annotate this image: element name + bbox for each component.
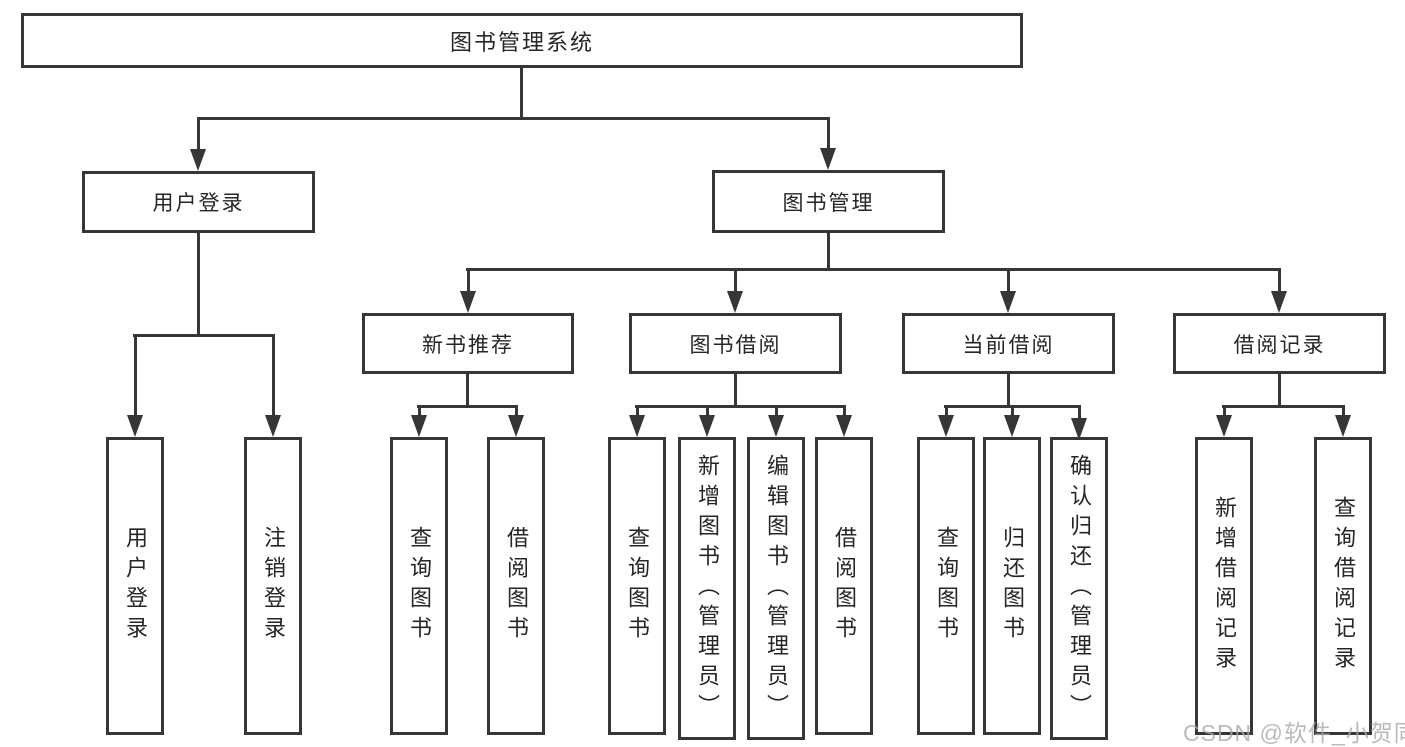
node-label: 查询图书 bbox=[934, 526, 959, 646]
arrow-head bbox=[411, 415, 427, 437]
connector-line bbox=[1222, 405, 1226, 421]
node-user-login: 用户登录 bbox=[82, 171, 315, 233]
arrow-head bbox=[1071, 418, 1087, 440]
arrow-head bbox=[629, 415, 645, 437]
arrow-head bbox=[820, 148, 836, 170]
leaf-query-borrow-record: 查询借阅记录 bbox=[1314, 437, 1372, 735]
arrow-head bbox=[1271, 291, 1287, 313]
connector-line bbox=[197, 233, 200, 337]
connector-line bbox=[466, 374, 469, 408]
connector-line bbox=[417, 405, 421, 421]
arrow-head bbox=[1335, 415, 1351, 437]
arrow-head bbox=[1004, 415, 1020, 437]
arrow-head bbox=[127, 415, 143, 437]
node-book-borrow: 图书借阅 bbox=[629, 313, 842, 374]
node-label: 借阅图书 bbox=[504, 526, 529, 646]
node-label: 借阅图书 bbox=[832, 526, 857, 646]
connector-line bbox=[827, 233, 830, 271]
leaf-logout: 注销登录 bbox=[244, 437, 302, 735]
connector-line bbox=[1278, 374, 1281, 408]
connector-line bbox=[734, 374, 737, 408]
arrow-head bbox=[727, 291, 743, 313]
node-label: 新书推荐 bbox=[422, 333, 514, 357]
node-label: 查询图书 bbox=[407, 526, 432, 646]
connector-line bbox=[133, 334, 137, 421]
leaf-query-books-recommend: 查询图书 bbox=[390, 437, 448, 735]
connector-line bbox=[826, 117, 830, 154]
connector-line bbox=[1010, 405, 1014, 421]
node-label: 当前借阅 bbox=[962, 333, 1055, 357]
connector-line bbox=[520, 68, 523, 120]
node-label: 图书借阅 bbox=[689, 333, 782, 357]
node-label: 用户登录 bbox=[123, 526, 148, 646]
connector-line bbox=[514, 405, 518, 421]
node-label: 查询图书 bbox=[625, 526, 650, 646]
connector-line bbox=[733, 268, 737, 297]
leaf-user-login: 用户登录 bbox=[106, 437, 164, 735]
node-label: 新增借阅记录 bbox=[1212, 496, 1237, 676]
connector-bar bbox=[417, 405, 518, 408]
arrow-head bbox=[768, 415, 784, 437]
connector-bar bbox=[133, 334, 275, 337]
node-new-book-recommend: 新书推荐 bbox=[362, 313, 574, 374]
connector-line bbox=[1007, 374, 1010, 408]
node-label: 图书管理系统 bbox=[449, 29, 594, 55]
leaf-borrow-books: 借阅图书 bbox=[815, 437, 873, 735]
arrow-head bbox=[699, 415, 715, 437]
arrow-head bbox=[460, 291, 476, 313]
node-system-root: 图书管理系统 bbox=[21, 13, 1023, 68]
arrow-head bbox=[265, 415, 281, 437]
connector-bar bbox=[1222, 405, 1345, 408]
connector-line bbox=[842, 405, 846, 421]
connector-bar bbox=[466, 268, 1281, 271]
leaf-borrow-books-recommend: 借阅图书 bbox=[487, 437, 545, 735]
connector-line bbox=[1006, 268, 1010, 297]
connector-line bbox=[635, 405, 639, 421]
node-label: 确认归还（管理员） bbox=[1067, 453, 1092, 724]
connector-line bbox=[1277, 268, 1281, 297]
arrow-head bbox=[836, 415, 852, 437]
connector-line bbox=[466, 268, 470, 297]
connector-line bbox=[774, 405, 778, 421]
connector-bar bbox=[635, 405, 846, 408]
node-label: 归还图书 bbox=[1000, 526, 1025, 646]
csdn-watermark: CSDN @软件_小贺同学 bbox=[1183, 720, 1405, 746]
leaf-add-book-admin: 新增图书（管理员） bbox=[678, 437, 736, 740]
leaf-confirm-return-admin: 确认归还（管理员） bbox=[1050, 437, 1108, 740]
leaf-query-books-current: 查询图书 bbox=[917, 437, 975, 735]
leaf-query-books-borrow: 查询图书 bbox=[608, 437, 666, 735]
node-label: 查询借阅记录 bbox=[1331, 496, 1356, 676]
leaf-edit-book-admin: 编辑图书（管理员） bbox=[747, 437, 805, 740]
node-label: 图书管理 bbox=[782, 191, 875, 215]
node-label: 编辑图书（管理员） bbox=[764, 453, 789, 724]
arrow-head bbox=[938, 415, 954, 437]
node-borrow-records: 借阅记录 bbox=[1173, 313, 1386, 374]
connector-bar bbox=[197, 117, 830, 120]
connector-line bbox=[1077, 405, 1081, 424]
arrow-head bbox=[190, 149, 206, 171]
arrow-head bbox=[1000, 291, 1016, 313]
arrow-head bbox=[1216, 415, 1232, 437]
node-current-borrow: 当前借阅 bbox=[902, 313, 1115, 374]
node-label: 用户登录 bbox=[152, 192, 245, 215]
connector-line bbox=[944, 405, 948, 421]
node-label: 注销登录 bbox=[261, 526, 286, 646]
connector-line bbox=[271, 334, 275, 421]
node-label: 借阅记录 bbox=[1233, 333, 1326, 357]
node-label: 新增图书（管理员） bbox=[695, 453, 720, 724]
leaf-add-borrow-record: 新增借阅记录 bbox=[1195, 437, 1253, 735]
leaf-return-books: 归还图书 bbox=[983, 437, 1041, 735]
connector-line bbox=[705, 405, 709, 421]
node-book-management: 图书管理 bbox=[712, 170, 945, 233]
connector-line bbox=[196, 117, 200, 155]
arrow-head bbox=[508, 415, 524, 437]
connector-line bbox=[1341, 405, 1345, 421]
